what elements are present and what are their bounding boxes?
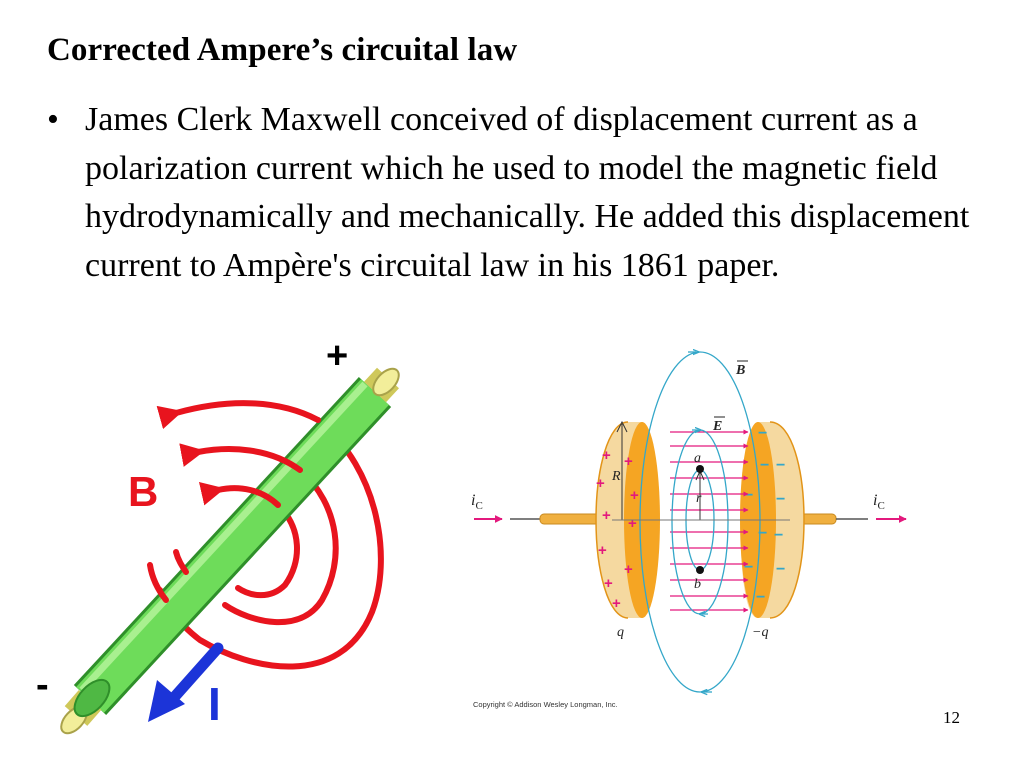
field-arrow-inner <box>198 482 281 508</box>
svg-text:−: − <box>776 561 785 578</box>
wire-top-end <box>372 367 400 397</box>
field-loop-outer <box>157 417 384 670</box>
svg-text:+: + <box>630 487 639 504</box>
positive-terminal-label: + <box>326 335 348 377</box>
bullet-marker: • <box>47 101 59 138</box>
wire <box>60 367 400 735</box>
electric-field-arrows <box>670 429 749 613</box>
radius-markers <box>612 420 790 521</box>
svg-text:+: + <box>628 515 637 532</box>
radius-r-small-label: r <box>696 491 702 506</box>
charge-left-label: q <box>617 625 624 640</box>
svg-text:−: − <box>744 487 753 504</box>
svg-text:−: − <box>776 491 785 508</box>
field-lines-back <box>157 417 384 670</box>
bullet-text: James Clerk Maxwell conceived of displac… <box>85 101 970 284</box>
svg-text:+: + <box>602 447 611 464</box>
negative-charges: −− −− −− −− −− <box>744 425 785 606</box>
point-b-dot <box>696 566 704 574</box>
point-b-label: b <box>694 577 701 592</box>
svg-text:−: − <box>744 559 753 576</box>
svg-text:−: − <box>760 457 769 474</box>
svg-text:−: − <box>774 527 783 544</box>
svg-text:−: − <box>758 425 767 442</box>
svg-text:+: + <box>624 561 633 578</box>
field-arrow-outer <box>156 400 321 430</box>
svg-text:+: + <box>602 507 611 524</box>
svg-text:+: + <box>596 475 605 492</box>
point-a-dot <box>696 465 704 473</box>
field-lines-front <box>147 400 321 603</box>
current-left-label: iC <box>471 492 483 512</box>
svg-text:−: − <box>758 525 767 542</box>
svg-text:−: − <box>756 589 765 606</box>
radius-r-large-label: R <box>611 469 621 484</box>
current-arrow <box>148 642 224 722</box>
point-a-label: a <box>694 451 701 466</box>
charge-right-label: −q <box>752 625 768 640</box>
b-vector-label: B <box>735 363 745 378</box>
b-loop-outer <box>639 351 761 693</box>
page-number: 12 <box>943 708 960 727</box>
svg-text:+: + <box>612 595 621 612</box>
field-loop-inner <box>235 502 300 599</box>
svg-text:−: − <box>776 457 785 474</box>
svg-text:+: + <box>624 453 633 470</box>
slide-title: Corrected Ampere’s circuital law <box>47 32 518 68</box>
svg-text:+: + <box>598 542 607 559</box>
e-vector-label: E <box>712 419 722 434</box>
current-label: I <box>208 678 221 730</box>
copyright-note: Copyright © Addison Wesley Longman, Inc. <box>473 700 618 709</box>
current-right-label: iC <box>873 492 885 512</box>
field-loop-middle <box>222 467 339 625</box>
field-label: B <box>128 468 158 515</box>
field-arrow-middle <box>179 443 303 473</box>
capacitor-wires <box>510 513 868 525</box>
svg-text:+: + <box>604 575 613 592</box>
positive-charges: ++ ++ ++ ++ ++ <box>596 447 639 612</box>
negative-terminal-label: - <box>36 664 49 706</box>
